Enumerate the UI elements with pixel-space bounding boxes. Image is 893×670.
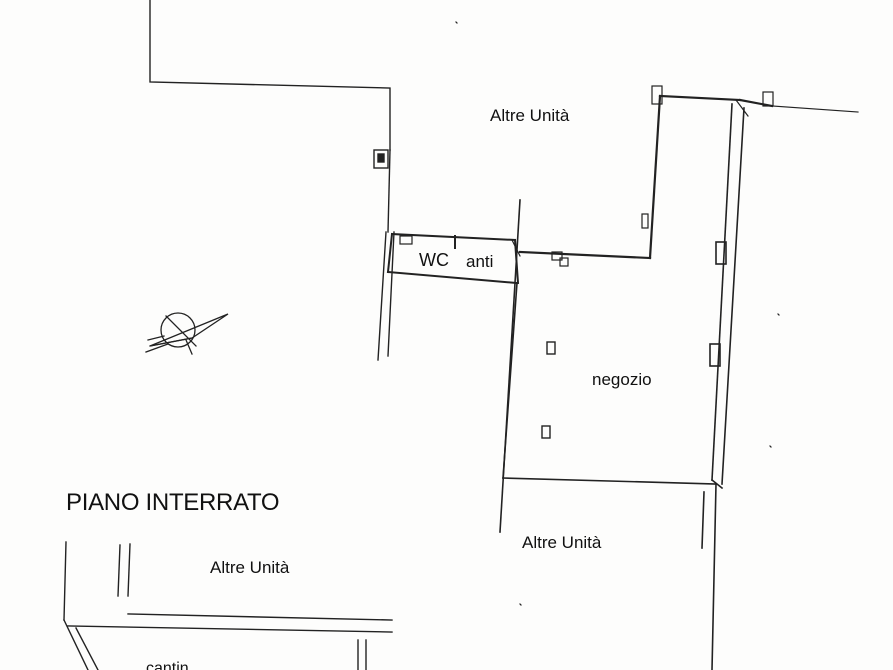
room-label-negozio: negozio xyxy=(592,370,652,389)
scan-specks xyxy=(455,21,780,606)
floor-title: PIANO INTERRATO xyxy=(66,489,280,516)
wall-negozio-top xyxy=(518,85,859,267)
room-label-partial-bottom: cantin... xyxy=(146,660,203,670)
room-label-wc: WC xyxy=(419,250,449,270)
room-label-altre-unita-left: Altre Unità xyxy=(210,558,290,577)
wall-upper-left xyxy=(149,0,391,233)
compass-north-arrow-icon xyxy=(145,312,229,355)
wall-lower-left xyxy=(63,541,393,670)
pillar-marks xyxy=(541,341,556,439)
room-label-altre-unita-right: Altre Unità xyxy=(522,533,602,552)
room-label-anti: anti xyxy=(466,252,494,271)
wall-wc-anti xyxy=(386,232,521,285)
wall-negozio-left xyxy=(499,199,717,670)
wall-negozio-right xyxy=(709,103,745,490)
corridor-wall-left xyxy=(373,149,395,361)
room-label-altre-unita-top: Altre Unità xyxy=(490,106,570,125)
